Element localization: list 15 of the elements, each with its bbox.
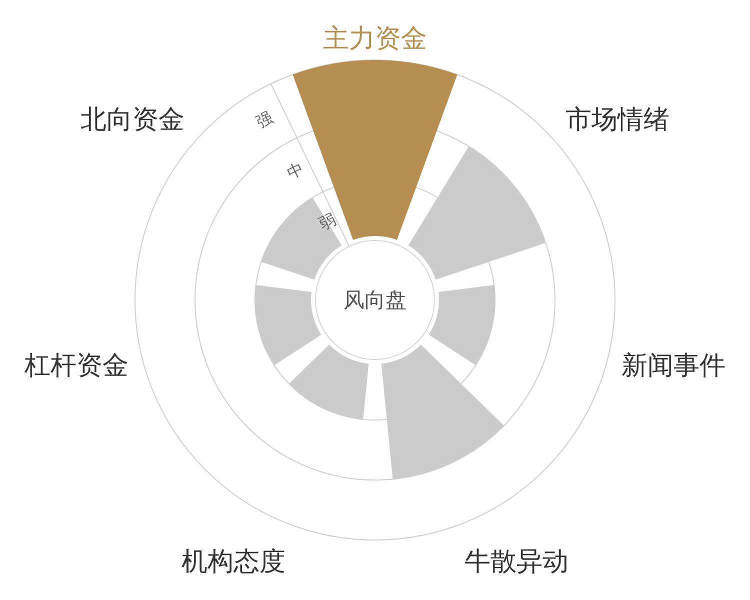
center-label: 风向盘 [344, 290, 406, 310]
category-label: 牛散异动 [464, 548, 568, 574]
polar-sector [261, 198, 342, 280]
polar-sector [255, 284, 322, 366]
category-label: 北向资金 [80, 106, 185, 132]
polar-sector [408, 146, 546, 280]
category-label: 机构态度 [182, 548, 286, 574]
polar-sector [428, 284, 495, 366]
category-label: 新闻事件 [621, 352, 726, 378]
category-label: 市场情绪 [565, 106, 670, 132]
tick-label: 弱 [317, 212, 338, 234]
category-label: 杠杆资金 [24, 352, 129, 378]
polar-sector [289, 344, 369, 420]
tick-label: 中 [285, 162, 307, 184]
tick-label: 强 [254, 110, 276, 132]
